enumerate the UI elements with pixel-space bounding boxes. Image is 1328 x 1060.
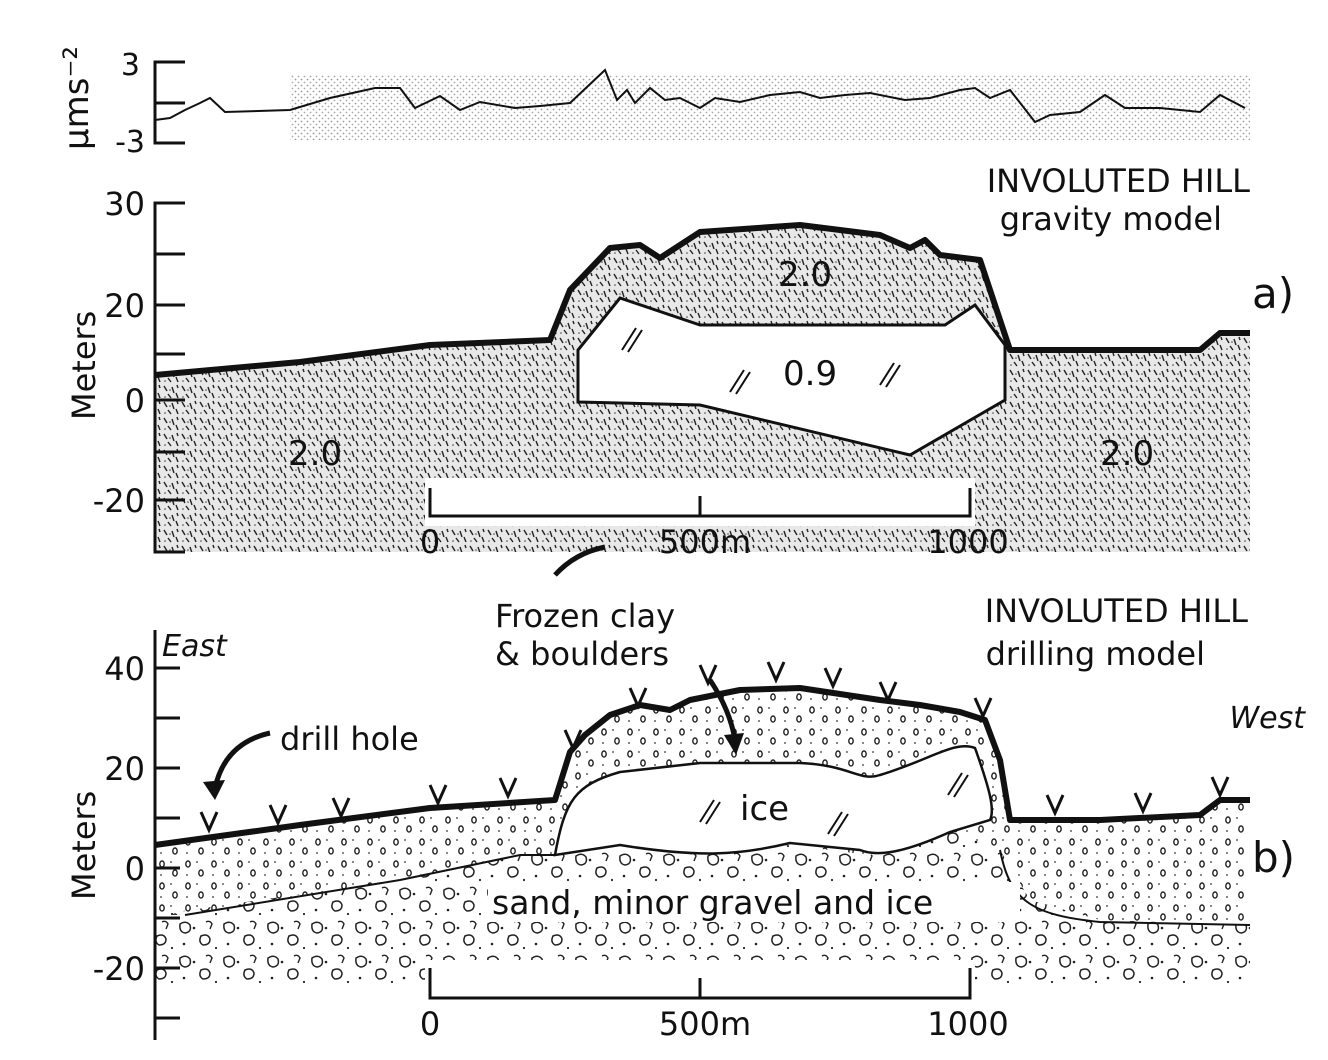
b-tick-40: 40: [104, 650, 145, 688]
a-tick-0: 0: [125, 382, 145, 420]
ground-surface-a: [154, 222, 1250, 378]
gravity-tick-minus3: -3: [115, 125, 145, 160]
drill-hole-arrow: [212, 730, 271, 789]
ground-surface-b: [154, 685, 1250, 848]
density-left: 2.0: [288, 434, 342, 474]
density-body: 0.9: [783, 354, 837, 394]
panel-b-drilling-model: 40 20 0 -20 Meters East West INVOLUTED H…: [65, 592, 1306, 1043]
b-scale-1000: 1000: [927, 1005, 1008, 1043]
a-scale-bar: [428, 488, 972, 518]
b-scale-500: 500m: [659, 1005, 751, 1043]
ice-body-density-0-9: [576, 296, 1007, 457]
a-panel-label: a): [1252, 269, 1294, 318]
b-title-line1: INVOLUTED HILL: [985, 592, 1248, 630]
panel-b-y-axis: [153, 630, 180, 1040]
b-title-line2: drilling model: [986, 635, 1205, 673]
b-scale-0: 0: [420, 1005, 440, 1043]
gravity-shading: [290, 75, 1250, 140]
b-scale-bar: [428, 968, 972, 1000]
direction-west: West: [1229, 701, 1306, 736]
drill-hole-markers: [199, 661, 1230, 834]
gravity-axis: [153, 60, 185, 145]
density-right: 2.0: [1100, 434, 1154, 474]
a-scale-500: 500m: [659, 523, 751, 561]
b-y-label: Meters: [65, 791, 103, 900]
connector-mark: [553, 544, 606, 577]
a-title-line2: gravity model: [1000, 200, 1222, 238]
b-panel-label: b): [1252, 833, 1295, 882]
clay-label-line2: & boulders: [495, 635, 669, 673]
clay-label-line1: Frozen clay: [495, 597, 675, 635]
gravity-profile: 3 -3 μms⁻²: [57, 46, 1250, 160]
clay-arrowhead: [724, 733, 744, 755]
a-tick-20: 20: [104, 287, 145, 325]
a-y-label: Meters: [65, 311, 103, 420]
gravity-tick-3: 3: [121, 48, 140, 83]
ice-label: ice: [740, 789, 789, 829]
direction-east: East: [162, 629, 228, 664]
a-tick-30: 30: [104, 185, 145, 223]
b-tick-0: 0: [125, 850, 145, 888]
a-tick-minus20: -20: [93, 482, 145, 520]
drill-hole-label: drill hole: [280, 720, 419, 758]
panel-a-gravity-model: 30 20 0 -20 Meters INVOLUTED HILL gravit…: [65, 162, 1294, 577]
sand-label: sand, minor gravel and ice: [492, 883, 933, 922]
a-scale-0: 0: [420, 523, 440, 561]
panel-a-y-axis: [153, 201, 185, 554]
a-scale-1000: 1000: [927, 523, 1008, 561]
density-cap: 2.0: [778, 255, 832, 295]
a-title-line1: INVOLUTED HILL: [987, 162, 1250, 200]
gravity-anomaly-line: [154, 68, 1246, 124]
gravity-axis-label: μms⁻²: [57, 46, 97, 150]
gravel-boundary: [184, 849, 1251, 926]
drill-hole-arrowhead: [203, 780, 225, 800]
b-tick-20: 20: [104, 750, 145, 788]
ice-hatch-marks-b: [699, 772, 969, 837]
ice-hatch-marks: [621, 327, 901, 395]
b-tick-minus20: -20: [93, 950, 145, 988]
